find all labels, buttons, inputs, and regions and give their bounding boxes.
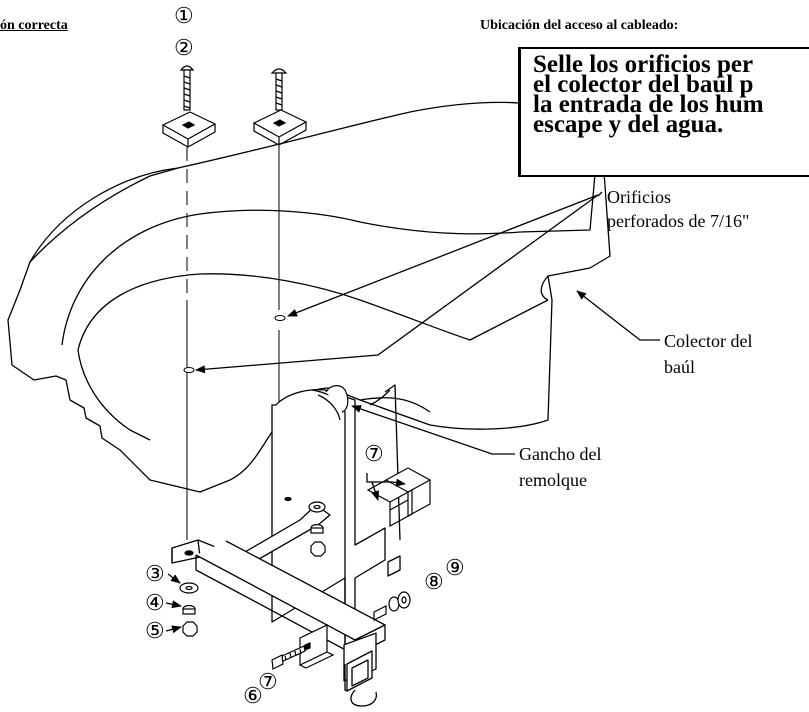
part-number-7-bracket: ⑦ — [364, 441, 384, 466]
warning-line-3: la entrada de los hum — [533, 91, 764, 118]
part-number-4: ④ — [145, 590, 165, 615]
warning-line-2: el colector del baúl p — [533, 71, 754, 98]
trunk-pan — [7, 101, 611, 493]
part-number-8: ⑧ — [424, 569, 444, 594]
trunk-label-line1: Colector del — [664, 331, 753, 351]
part-number-5: ⑤ — [145, 618, 165, 643]
part-number-9: ⑨ — [445, 555, 465, 580]
left-title: ón correcta — [0, 18, 68, 33]
warning-line-4: escape y del agua. — [533, 111, 724, 138]
side-bolt — [271, 624, 335, 670]
top-hardware-right — [252, 68, 308, 146]
bottom-hardware-right — [284, 496, 326, 557]
warning-line-1: Selle los orificios per — [533, 51, 754, 78]
holes-label-line1: Orificios — [607, 187, 671, 207]
part-number-1: ① — [174, 3, 194, 28]
drilled-hole-right — [274, 315, 286, 321]
part-number-6: ⑥ — [243, 683, 263, 708]
part-number-3: ③ — [145, 561, 165, 586]
hook-label-line2: remolque — [519, 470, 587, 490]
bottom-hardware-left — [179, 550, 199, 637]
part-number-7-bottom: ⑦ — [258, 669, 278, 694]
trunk-label-line2: baúl — [664, 357, 695, 377]
right-title: Ubicación del acceso al cableado: — [480, 18, 679, 33]
warning-box: Selle los orificios per el colector del … — [519, 47, 809, 177]
drilled-hole-left — [183, 367, 195, 373]
leader-lines — [165, 191, 660, 634]
side-washers — [373, 591, 411, 621]
top-hardware-left — [161, 65, 217, 148]
hook-label-line1: Gancho del — [519, 444, 602, 464]
part-number-2: ② — [174, 35, 194, 60]
hitch-hook — [325, 385, 349, 413]
holes-label-line2: perforados de 7/16" — [607, 211, 750, 231]
